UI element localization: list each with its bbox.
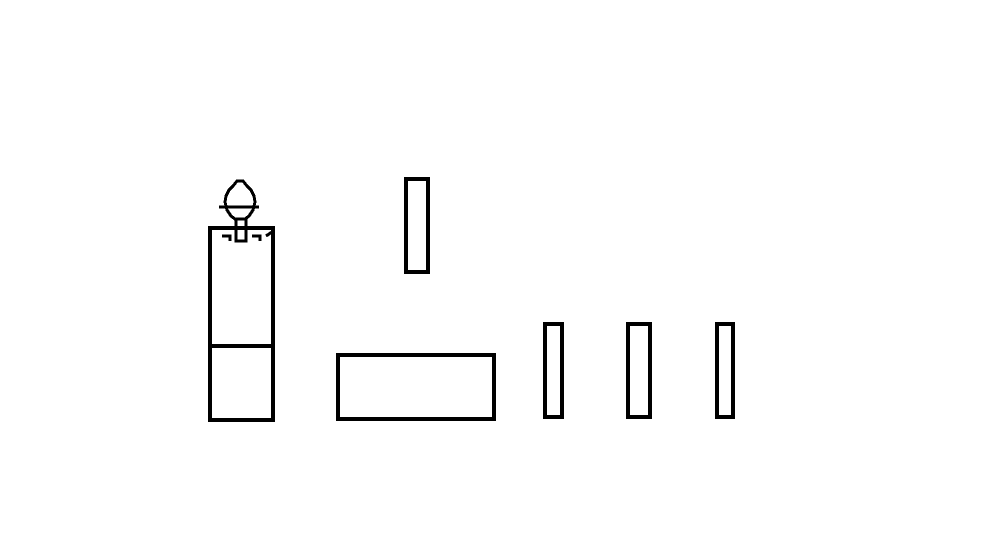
player-feet [222, 230, 273, 241]
pillar-3 [715, 322, 735, 419]
wide-block [336, 353, 496, 421]
pillar-2 [626, 322, 652, 419]
player-head [223, 179, 257, 221]
player-body [234, 219, 248, 243]
pillar-1 [543, 322, 564, 419]
tower-block [208, 226, 275, 422]
tower-block-lower [208, 344, 275, 422]
player-character[interactable] [219, 179, 273, 243]
floating-block [404, 177, 430, 274]
